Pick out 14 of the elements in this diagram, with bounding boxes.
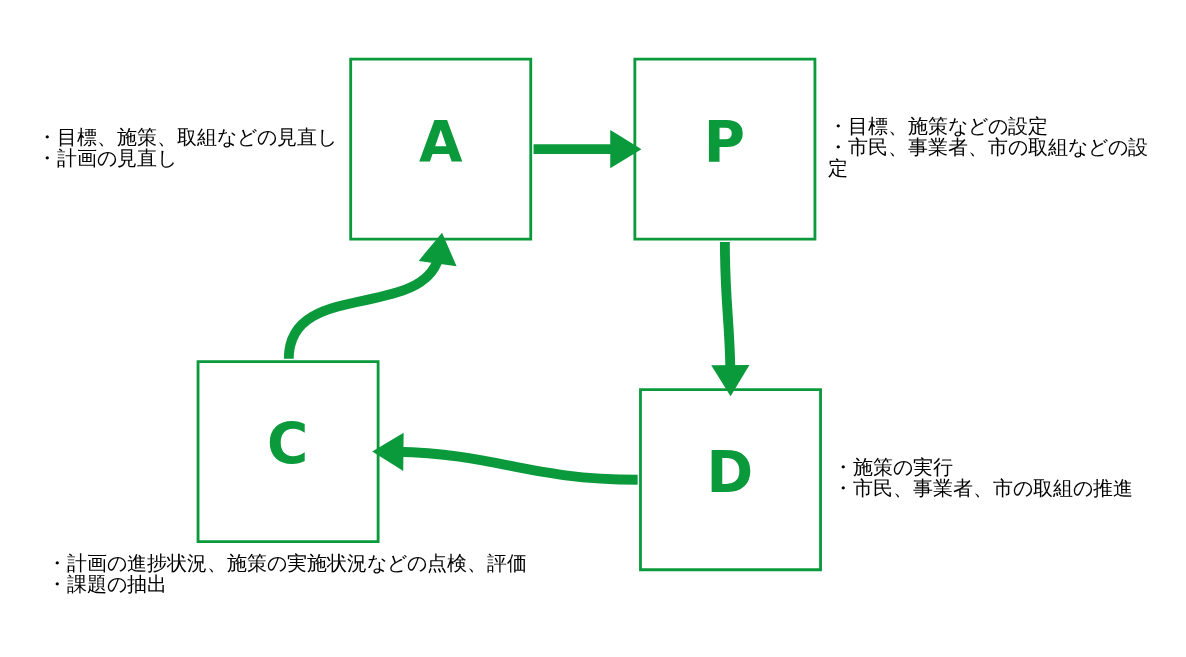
node-label: ・施策の実行 [833, 456, 954, 480]
arrow [533, 130, 642, 169]
node-label: ・市民、事業者、市の取組などの設定 [827, 136, 1148, 181]
node-box: A [349, 57, 533, 241]
node-label: ・市民、事業者、市の取組の推進 [833, 477, 1134, 501]
node-label: ・目標、施策、取組などの見直し [36, 125, 337, 149]
arrow [283, 232, 457, 360]
node-label: ・計画の見直し [36, 146, 177, 170]
node-box: D [639, 388, 822, 572]
arrow [711, 241, 750, 397]
node-label: ・課題の抽出 [46, 573, 167, 597]
node-box: P [633, 57, 817, 241]
arrow [372, 432, 638, 485]
node-box: C [196, 360, 380, 544]
